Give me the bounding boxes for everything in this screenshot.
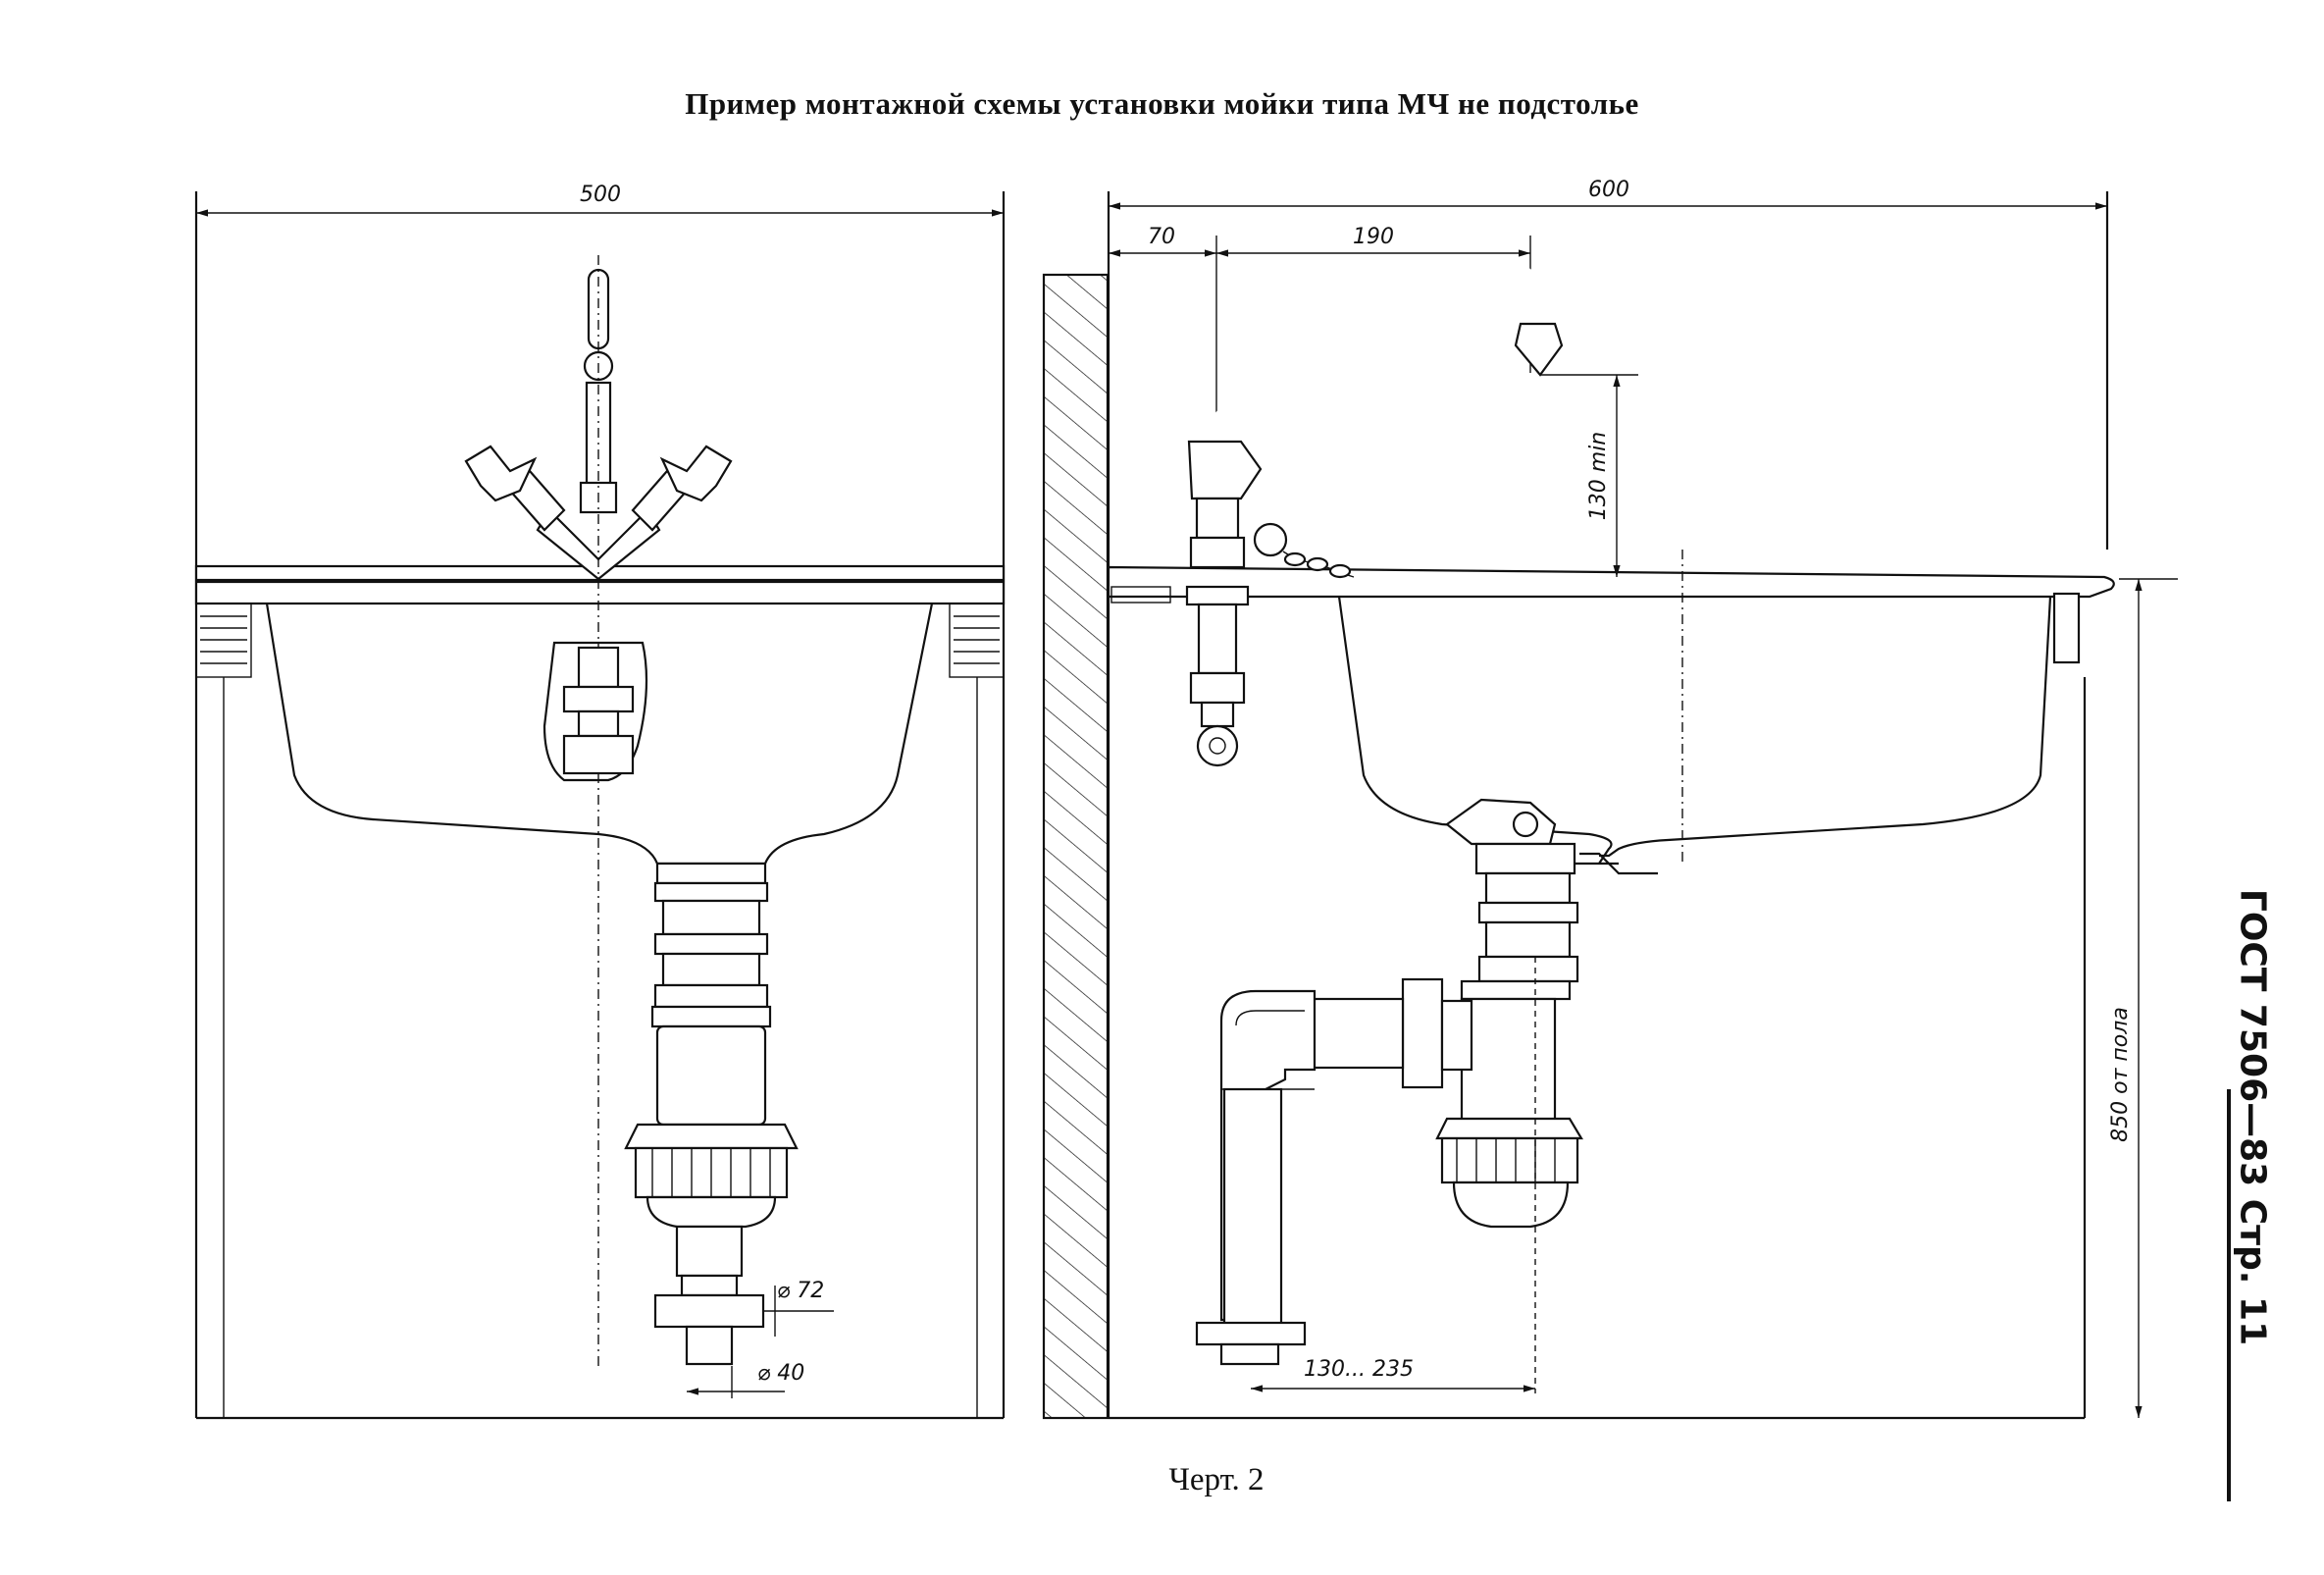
wall-offset-dimension: 70 bbox=[1148, 225, 1175, 249]
side-drain-assembly bbox=[1195, 798, 1583, 1366]
wall-section bbox=[1042, 273, 1110, 1420]
spout-reach-dimension: 190 bbox=[1353, 225, 1394, 249]
front-left-support bbox=[195, 603, 252, 678]
figure-caption: Черт. 2 bbox=[1168, 1462, 1265, 1497]
spout-nozzle-icon bbox=[1514, 322, 1564, 377]
right-handle-icon bbox=[659, 445, 733, 502]
side-view: 600 70 190 130 min 850 от пола bbox=[1042, 178, 2178, 1420]
side-sink-drain-lip bbox=[1579, 852, 1658, 875]
front-faucet bbox=[464, 268, 733, 581]
side-sink-rim bbox=[1107, 565, 2115, 599]
side-faucet bbox=[1185, 260, 1564, 767]
front-view: 500 bbox=[194, 183, 1006, 1420]
faucet-handle-icon bbox=[1187, 440, 1263, 500]
chain-ring-icon bbox=[1253, 522, 1288, 557]
drain-outer-diameter: ⌀ 72 bbox=[777, 1279, 824, 1303]
front-drain-assembly bbox=[624, 862, 799, 1366]
floor-height-dimension: 850 от пола bbox=[2108, 1007, 2133, 1142]
left-handle-icon bbox=[464, 445, 538, 502]
spout-clearance-dimension: 130 min bbox=[1586, 432, 1611, 520]
front-right-support bbox=[949, 603, 1005, 678]
front-sink-rim bbox=[194, 580, 1006, 605]
side-rim-seal bbox=[1110, 586, 1171, 604]
drain-offset-dimension: 130... 235 bbox=[1304, 1357, 1414, 1382]
page-header-rule bbox=[2227, 1089, 2231, 1501]
front-faucet-connector bbox=[542, 641, 648, 782]
side-sink-bowl bbox=[1337, 596, 2052, 866]
front-width-dimension: 500 bbox=[580, 183, 621, 207]
drain-inner-diameter: ⌀ 40 bbox=[757, 1361, 804, 1386]
side-right-bracket bbox=[2052, 592, 2081, 664]
drawing-title: Пример монтажной схемы установки мойки т… bbox=[685, 86, 1639, 121]
side-width-dimension: 600 bbox=[1588, 178, 1629, 202]
